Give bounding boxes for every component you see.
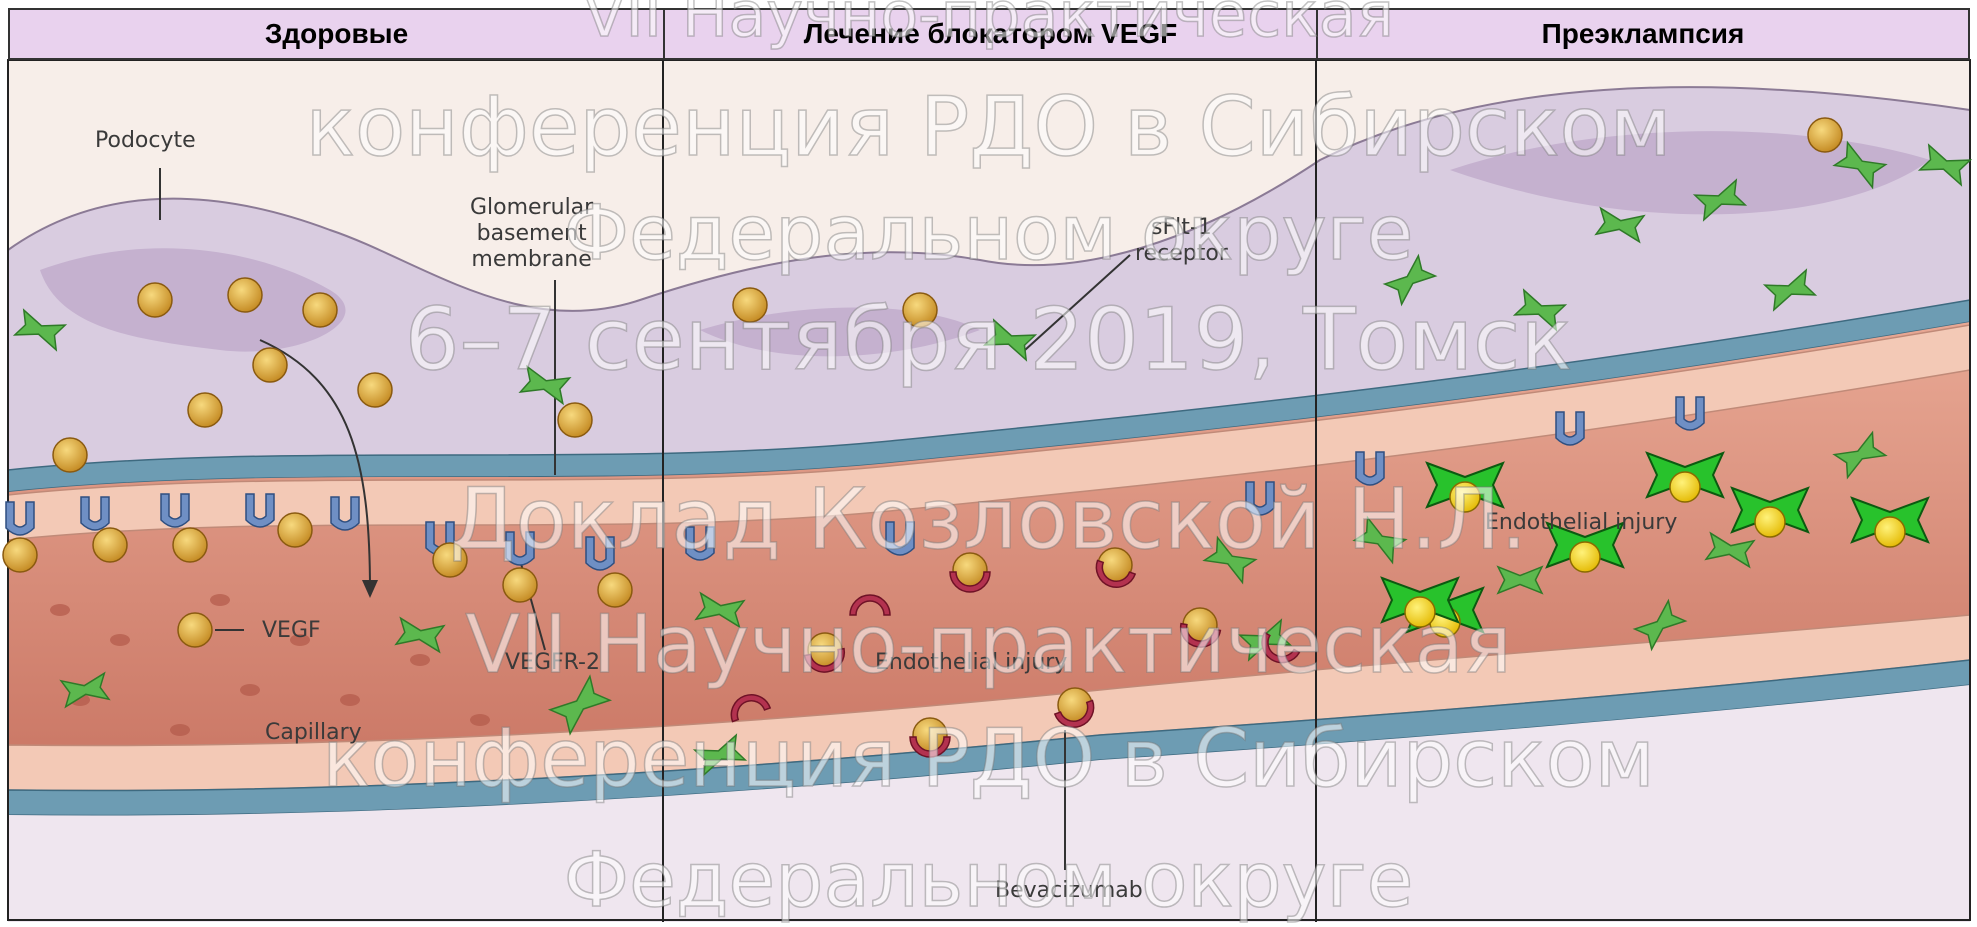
vegf-bound-ball	[1450, 482, 1480, 512]
label-endothelial-injury-mid: Endothelial injury	[875, 650, 1067, 676]
vegf-ball	[278, 513, 312, 547]
vegf-ball	[503, 568, 537, 602]
vegf-ball	[138, 283, 172, 317]
vegf-ball	[358, 373, 392, 407]
vegf-ball	[178, 613, 212, 647]
vegf-ball	[228, 278, 262, 312]
label-endothelial-injury-right: Endothelial injury	[1485, 510, 1677, 536]
label-gbm-line1: Glomerular	[470, 195, 593, 221]
vegf-ball	[3, 538, 37, 572]
label-gbm-line3: membrane	[470, 247, 593, 273]
vegf-ball	[733, 288, 767, 322]
vegf-bound-ball	[1405, 597, 1435, 627]
label-podocyte: Podocyte	[95, 128, 196, 154]
vegf-ball	[303, 293, 337, 327]
vegf-ball	[188, 393, 222, 427]
label-gbm: Glomerular basement membrane	[470, 195, 593, 273]
label-vegfr2: VEGFR-2	[505, 650, 600, 676]
header-vegf-blocker: Лечение блокатором VEGF	[663, 8, 1318, 60]
vegf-ball	[93, 528, 127, 562]
vegf-ball	[558, 403, 592, 437]
header-preeclampsia: Преэклампсия	[1316, 8, 1970, 60]
vegf-ball	[253, 348, 287, 382]
label-bevacizumab: Bevacizumab	[995, 878, 1143, 904]
vegf-bound-ball	[1670, 472, 1700, 502]
vegf-ball	[598, 573, 632, 607]
label-sflt1-line2: receptor	[1135, 241, 1228, 267]
vegf-bound-ball	[1570, 542, 1600, 572]
vegf-ball	[53, 438, 87, 472]
label-vegf: VEGF	[262, 618, 321, 644]
vegf-ball	[1808, 118, 1842, 152]
vegf-ball	[173, 528, 207, 562]
vegf-ball	[903, 293, 937, 327]
label-sflt1-line1: sFlt-1	[1135, 215, 1228, 241]
vegf-bound-ball	[1755, 507, 1785, 537]
label-gbm-line2: basement	[470, 221, 593, 247]
label-capillary: Capillary	[265, 720, 362, 746]
vegf-ball	[433, 543, 467, 577]
vegf-bound-ball	[1875, 517, 1905, 547]
header-healthy: Здоровые	[8, 8, 665, 60]
label-sflt1: sFlt-1 receptor	[1135, 215, 1228, 267]
